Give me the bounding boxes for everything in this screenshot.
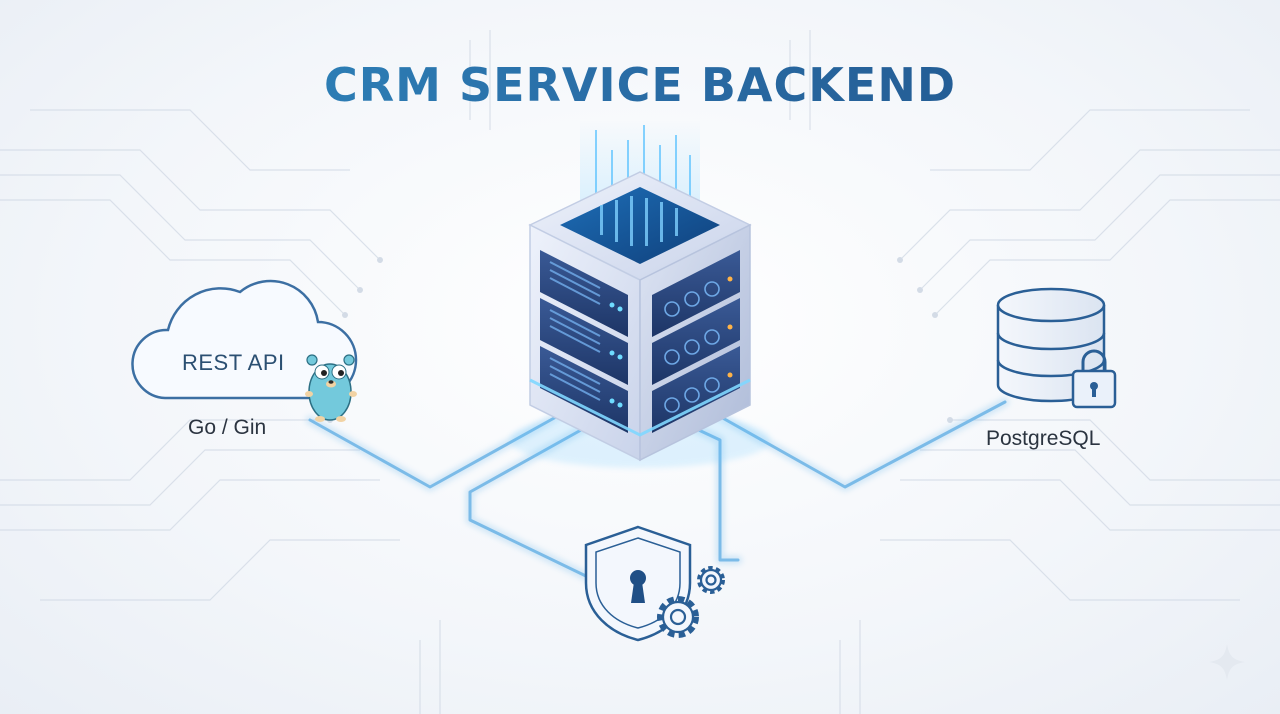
gear-icon bbox=[657, 566, 725, 638]
api-caption: Go / Gin bbox=[188, 416, 267, 439]
sparkle-icon bbox=[1209, 644, 1245, 680]
database-caption: PostgreSQL bbox=[986, 427, 1101, 450]
gopher-mascot bbox=[305, 354, 357, 422]
cloud-icon bbox=[131, 279, 358, 400]
circuit-nodes bbox=[327, 257, 953, 423]
rest-api-label: REST API bbox=[182, 350, 285, 375]
server-rack bbox=[510, 171, 770, 468]
page-title: CRM SERVICE BACKEND bbox=[0, 58, 1280, 112]
circuit-traces bbox=[0, 30, 1280, 714]
lock-icon bbox=[1071, 349, 1117, 409]
